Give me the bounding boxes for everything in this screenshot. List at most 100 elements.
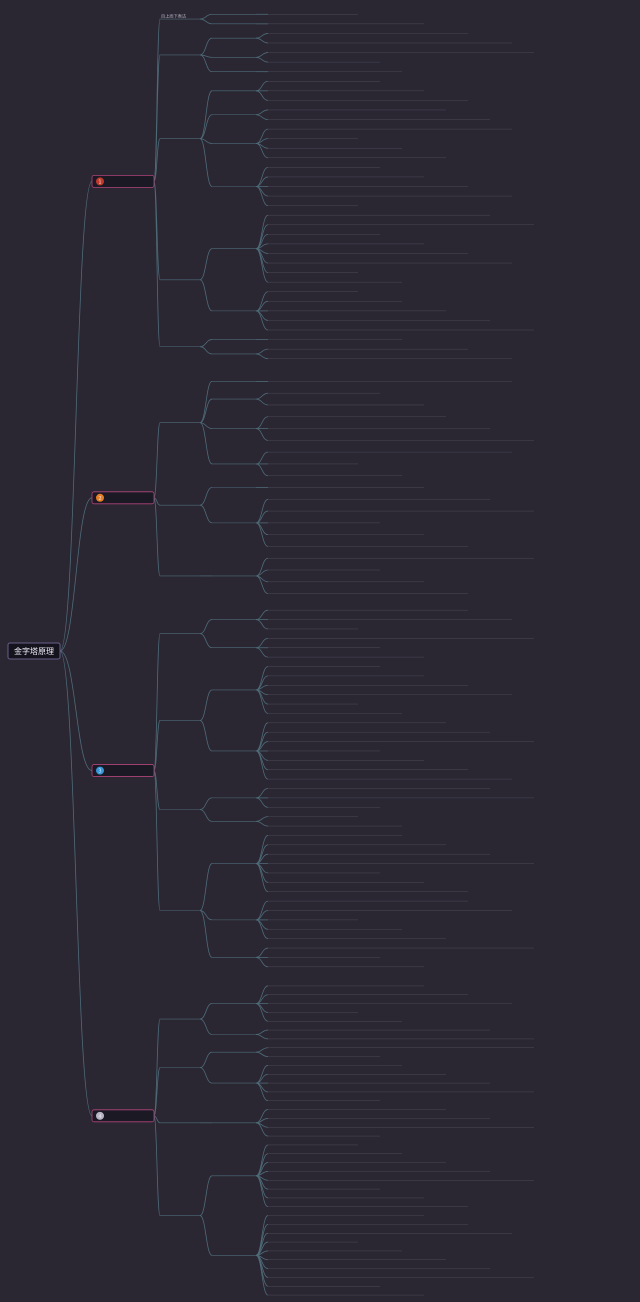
leaf-link [255, 1003, 269, 1013]
group-link [199, 504, 213, 524]
branch-link [59, 181, 93, 652]
group-link [199, 54, 213, 73]
root-node[interactable]: 金字塔原理 [7, 642, 61, 660]
sub-branch-link [153, 1115, 161, 1216]
leaf-link [255, 214, 269, 250]
group-link [199, 1003, 213, 1020]
group-link [199, 1067, 213, 1084]
leaf-link [255, 1051, 269, 1057]
group-link [199, 248, 213, 281]
leaf-link [255, 788, 269, 799]
leaf-link [255, 248, 269, 274]
branch-node[interactable]: 1 [91, 175, 155, 188]
branch-link [59, 497, 93, 652]
group-link [199, 1215, 213, 1256]
branch-node-box [91, 175, 155, 188]
leaf-link [255, 1029, 269, 1035]
sub-branch-link [153, 770, 161, 911]
leaf-link [255, 1122, 269, 1137]
group-link [199, 422, 213, 465]
leaf-link [255, 522, 269, 536]
leaf-link [255, 575, 269, 595]
leaf-link [255, 919, 269, 930]
group-link [199, 13, 213, 20]
group-link [199, 863, 213, 911]
leaf-link [255, 522, 269, 547]
leaf-link [255, 1034, 269, 1040]
leaf-link [255, 619, 269, 630]
mind-map-nodes: 自上而下表达 1 2 3 4 [91, 13, 534, 1296]
leaf-link [255, 392, 269, 400]
group-link [199, 809, 213, 822]
root-label: 金字塔原理 [14, 646, 54, 656]
group-link [199, 1175, 213, 1216]
leaf-link [255, 224, 269, 250]
leaf-link [255, 637, 269, 649]
leaf-link [255, 52, 269, 58]
leaf-link [255, 1003, 269, 1022]
leaf-link [255, 348, 269, 355]
sub-branch-link [153, 1018, 161, 1117]
leaf-link [255, 80, 269, 92]
group-link [199, 380, 213, 424]
branch-node-box [91, 764, 155, 777]
leaf-link [255, 176, 269, 187]
leaf-link [255, 1073, 269, 1084]
leaf-link [255, 398, 269, 406]
group-link [199, 346, 213, 355]
leaf-link [255, 498, 269, 524]
branch-node-box [91, 491, 155, 505]
branch-node-box [91, 1109, 155, 1123]
group-link [199, 138, 213, 144]
group-link [199, 279, 213, 312]
leaf-link [255, 647, 269, 658]
branch-number: 1 [98, 179, 101, 185]
branch-number: 4 [98, 1114, 101, 1120]
branch-node[interactable]: 4 [91, 1109, 155, 1123]
branch-node[interactable]: 2 [91, 491, 155, 505]
sub-branch-link [153, 54, 161, 182]
sub-branch-link [153, 181, 161, 281]
group-link [199, 1051, 213, 1069]
leaf-link [255, 451, 269, 465]
sub-branch-link [153, 1115, 161, 1124]
group-link [199, 487, 213, 506]
leaf-link [255, 919, 269, 940]
leaf-link [255, 353, 269, 360]
leaf-link [255, 863, 269, 893]
sub-branch-link [153, 1067, 161, 1117]
leaf-link [255, 310, 269, 321]
sub-branch-link [153, 720, 161, 771]
branch-number-badge [96, 766, 104, 775]
group-link [199, 797, 213, 811]
leaf-link [255, 37, 269, 44]
group-link [199, 90, 213, 140]
branch-number-badge [96, 177, 104, 186]
leaf-link [255, 510, 269, 524]
branch-node[interactable]: 3 [91, 764, 155, 777]
group-node: 自上而下表达 [161, 13, 187, 20]
leaf-link [255, 1144, 269, 1177]
branch-number: 2 [98, 496, 101, 502]
leaf-link [255, 1175, 269, 1208]
group-link [199, 18, 213, 25]
branch-number-badge [96, 493, 104, 502]
leaf-link [255, 750, 269, 780]
leaf-link [255, 947, 269, 958]
leaf-link [255, 1153, 269, 1177]
group-link [199, 720, 213, 752]
leaf-link [255, 90, 269, 101]
leaf-link [255, 186, 269, 197]
leaf-link [255, 1175, 269, 1199]
sub-branch-link [153, 422, 161, 499]
sub-branch-link [153, 181, 161, 348]
leaf-link [255, 463, 269, 477]
leaf-link [255, 816, 269, 822]
leaf-link [255, 109, 269, 116]
group-link [199, 138, 213, 187]
root-node-box [7, 642, 61, 660]
leaf-link [255, 1254, 269, 1296]
group-link [199, 619, 213, 635]
leaf-link [255, 666, 269, 691]
group-link [199, 633, 213, 649]
